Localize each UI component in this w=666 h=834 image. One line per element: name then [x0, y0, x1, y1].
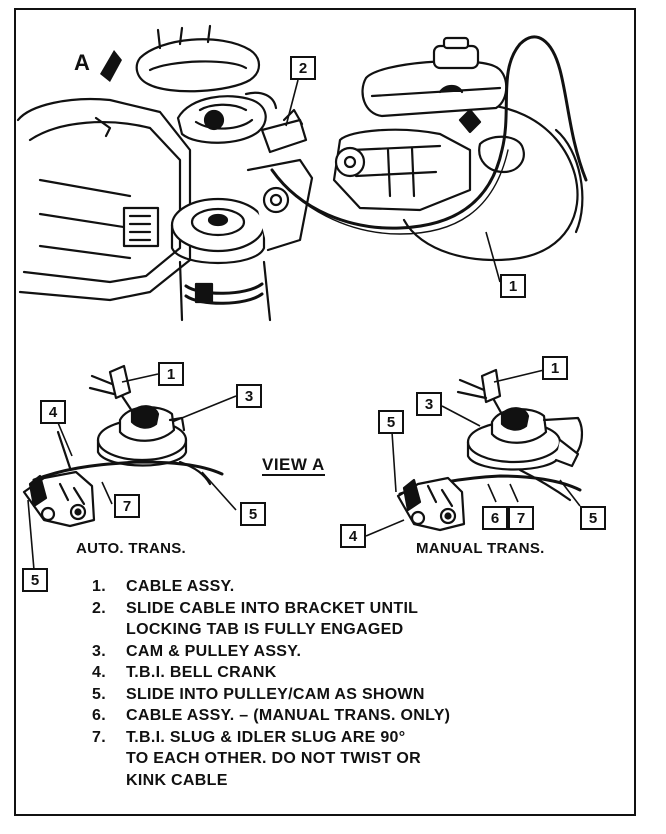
top-leader-lines [285, 79, 501, 283]
legend-item-text: SLIDE INTO PULLEY/CAM AS SHOWN [126, 685, 425, 703]
callout-auto-5a: 5 [240, 502, 266, 526]
callout-auto-7: 7 [114, 494, 140, 518]
auto-trans-illustration [22, 364, 224, 528]
legend-item: 7. T.B.I. SLUG & IDLER SLUG ARE 90° TO EA… [92, 727, 612, 792]
callout-manual-1: 1 [542, 356, 568, 380]
legend-item-number: 6. [92, 707, 106, 724]
legend-item-number: 7. [92, 728, 106, 746]
callout-top-1: 1 [500, 274, 526, 298]
legend-item-text: CABLE ASSY. [126, 578, 235, 595]
manual-leader-lines [365, 369, 581, 537]
callout-manual-5b: 5 [580, 506, 606, 530]
manual-trans-illustration [396, 368, 584, 532]
view-a-arrow-icon [100, 50, 122, 82]
legend-item-text: CABLE ASSY. – (MANUAL TRANS. ONLY) [126, 707, 451, 724]
legend-list: 1. CABLE ASSY. 2. SLIDE CABLE INTO BRACKET… [92, 576, 612, 791]
legend-item: 5. SLIDE INTO PULLEY/CAM AS SHOWN [92, 684, 612, 706]
legend-item-number: 2. [92, 599, 106, 617]
legend-item-number: 5. [92, 685, 106, 703]
legend-item-text: SLIDE CABLE INTO BRACKET UNTIL LOCKING T… [126, 599, 419, 639]
auto-leader-lines [27, 373, 237, 571]
legend-item: 4. T.B.I. BELL CRANK [92, 662, 612, 684]
callout-manual-7: 7 [508, 506, 534, 530]
callout-auto-5b: 5 [22, 568, 48, 592]
view-a-title: VIEW A [262, 455, 325, 476]
legend-item-text: T.B.I. BELL CRANK [126, 664, 277, 681]
callout-auto-1: 1 [158, 362, 184, 386]
legend-item-number: 4. [92, 664, 106, 681]
legend-item-number: 1. [92, 578, 106, 595]
callout-manual-4: 4 [340, 524, 366, 548]
callout-manual-6: 6 [482, 506, 508, 530]
callout-auto-4: 4 [40, 400, 66, 424]
legend-item: 2. SLIDE CABLE INTO BRACKET UNTIL LOCKING… [92, 598, 612, 641]
manual-trans-label: MANUAL TRANS. [416, 540, 545, 557]
callout-auto-3: 3 [236, 384, 262, 408]
view-a-arrow-label: A [74, 50, 90, 75]
legend-item-text: T.B.I. SLUG & IDLER SLUG ARE 90° TO EACH… [126, 728, 421, 789]
legend-item: 1. CABLE ASSY. [92, 576, 612, 598]
legend-item-text: CAM & PULLEY ASSY. [126, 642, 302, 660]
callout-top-2: 2 [290, 56, 316, 80]
legend-item-number: 3. [92, 642, 106, 660]
engine-illustration [16, 24, 588, 322]
callout-manual-3: 3 [416, 392, 442, 416]
auto-trans-label: AUTO. TRANS. [76, 540, 186, 557]
legend-item: 6. CABLE ASSY. – (MANUAL TRANS. ONLY) [92, 705, 612, 727]
legend-item: 3. CAM & PULLEY ASSY. [92, 641, 612, 663]
callout-manual-5a: 5 [378, 410, 404, 434]
